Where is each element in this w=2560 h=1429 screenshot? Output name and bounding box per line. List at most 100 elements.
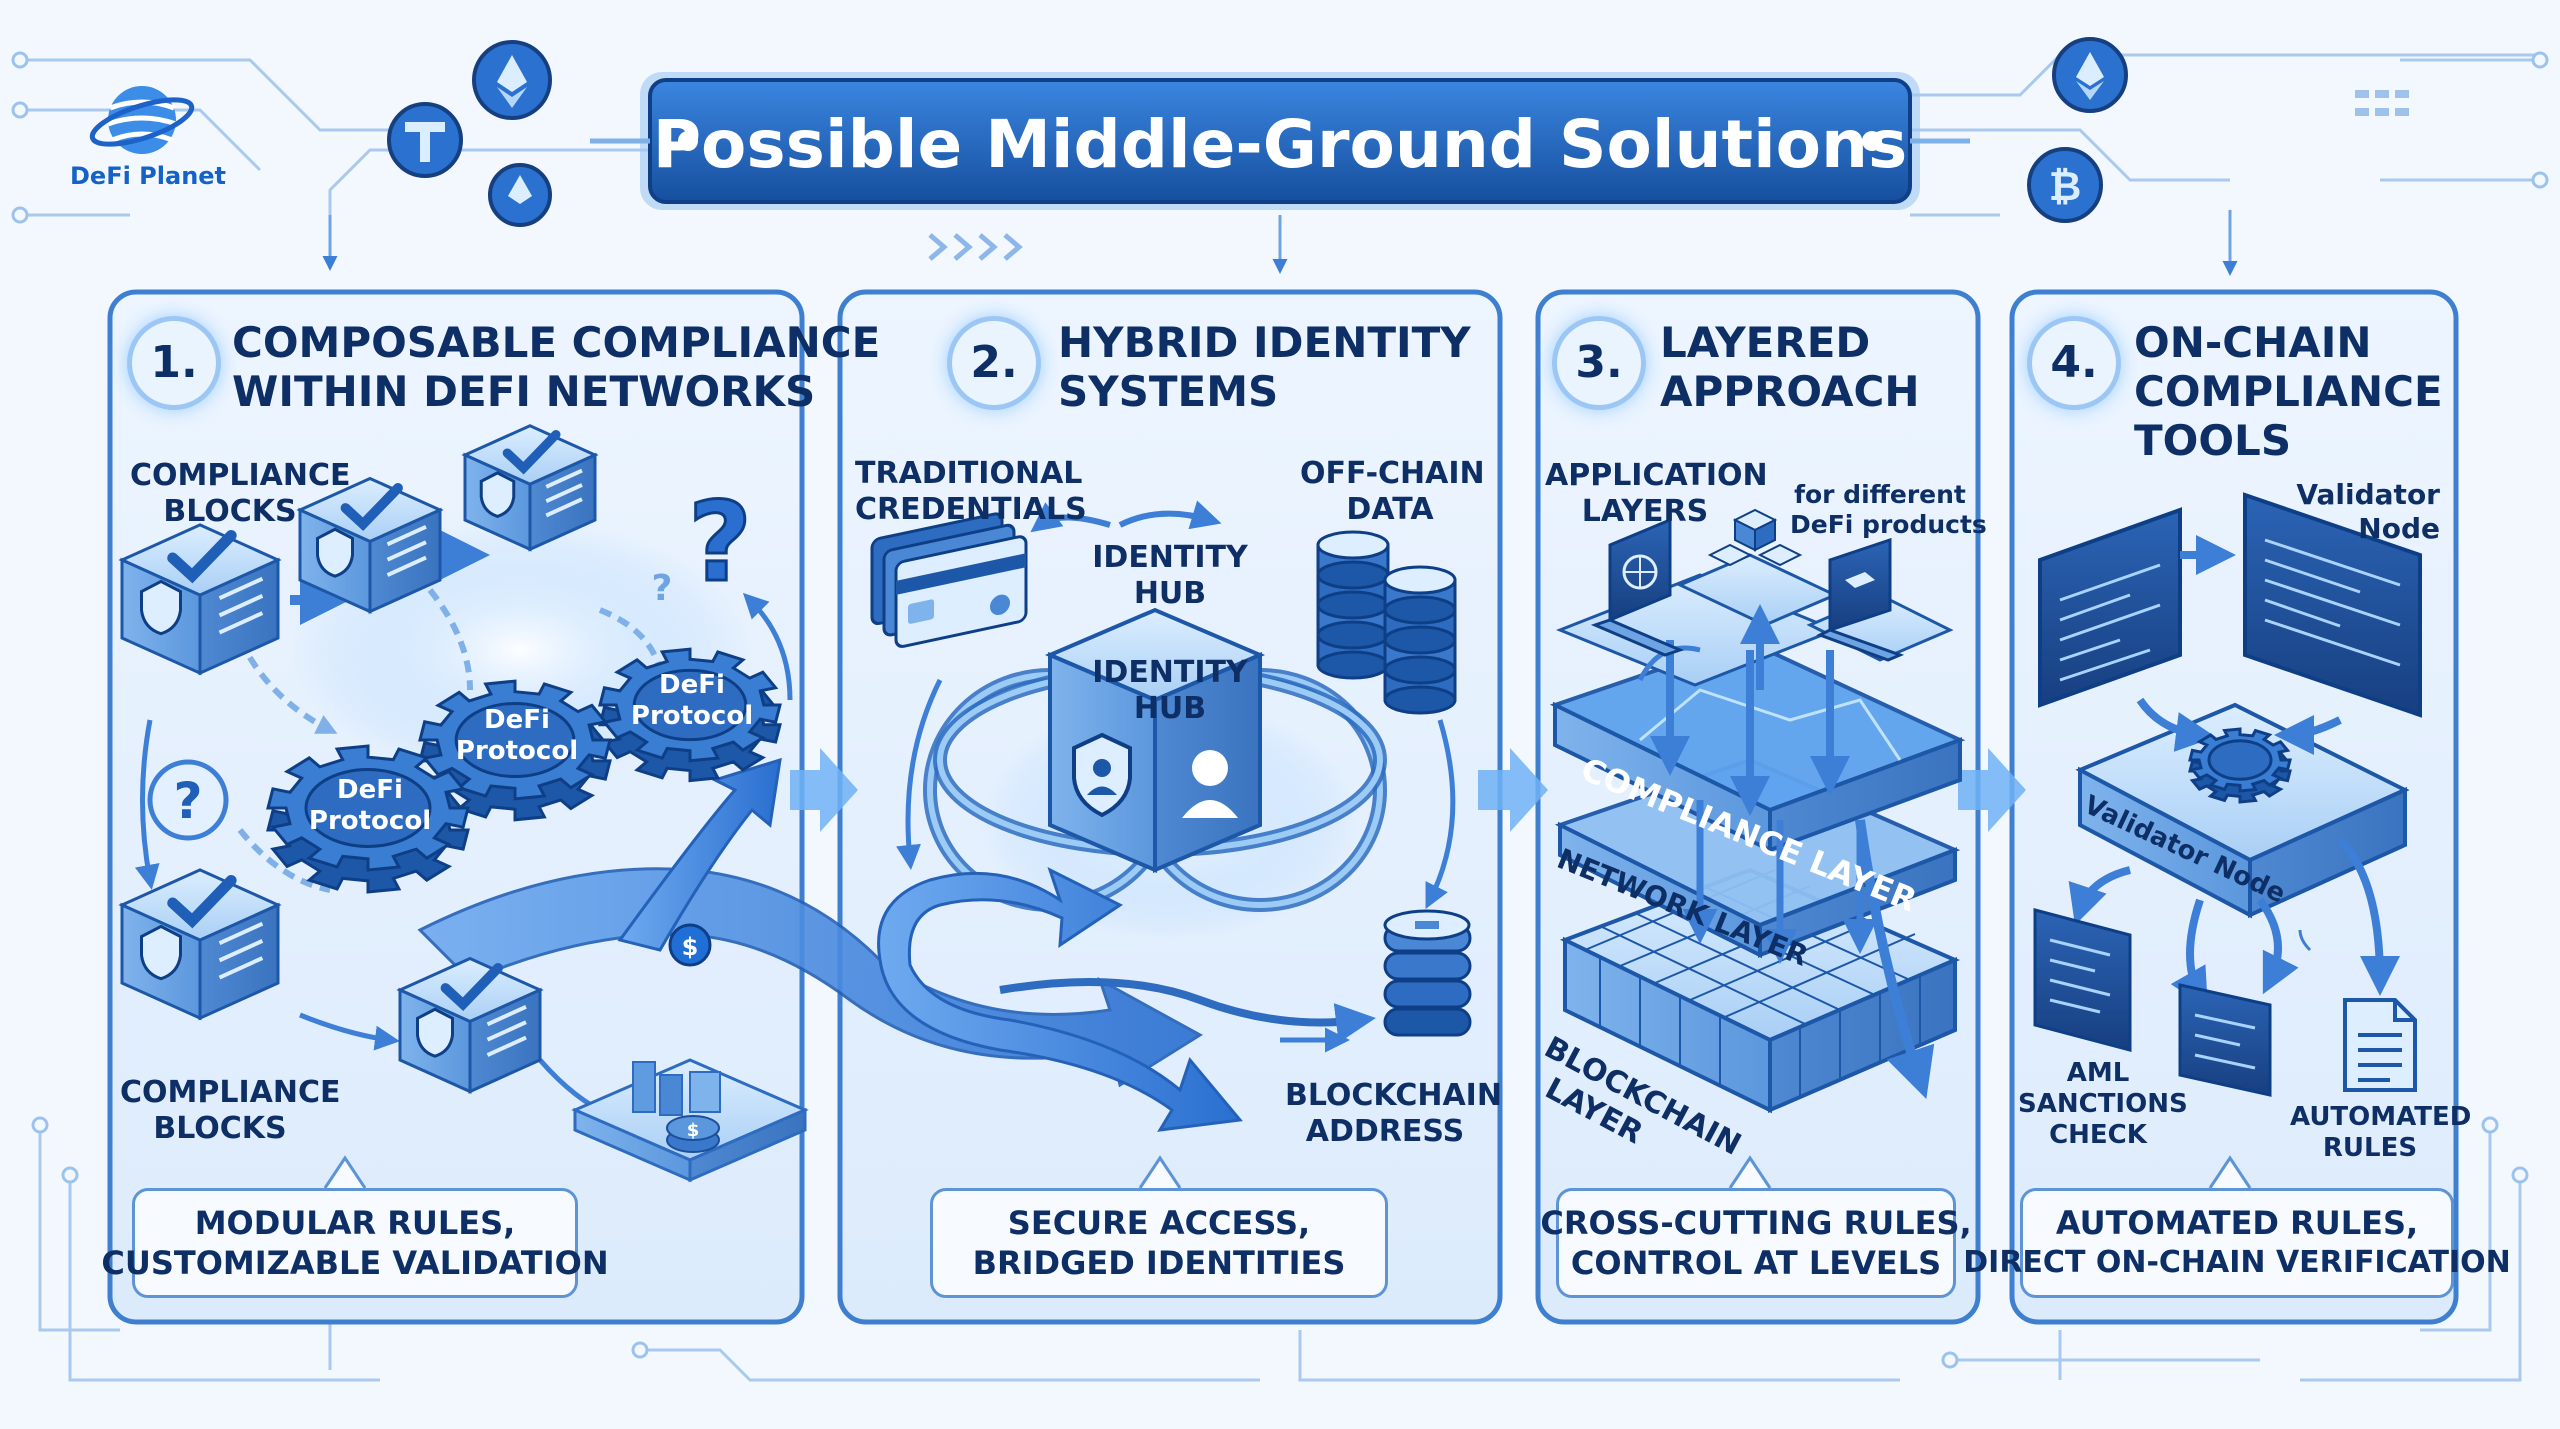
label-line: COMPLIANCE bbox=[120, 1075, 341, 1110]
laptop-right-icon bbox=[1816, 537, 1905, 662]
globe-logo-icon bbox=[89, 86, 195, 154]
panel-title: LAYERED APPROACH bbox=[1660, 318, 1919, 416]
label-off-chain-data: OFF-CHAIN DATA bbox=[1300, 456, 1485, 528]
svg-text:?: ? bbox=[688, 478, 752, 606]
label-line: RULES bbox=[2322, 1133, 2418, 1164]
gear-icon bbox=[2188, 727, 2292, 804]
label-traditional-credentials: TRADITIONAL CREDENTIALS bbox=[855, 456, 1087, 528]
label-automated-rules: AUTOMATED RULES bbox=[2290, 1102, 2471, 1164]
panel-number: 2. bbox=[947, 316, 1041, 410]
panel-title-line: TOOLS bbox=[2134, 416, 2292, 465]
label-line: DATA bbox=[1346, 492, 1434, 527]
label-line: HUB bbox=[1133, 691, 1207, 726]
label-line: BLOCKS bbox=[163, 494, 297, 529]
label-line: for different bbox=[1794, 480, 1966, 509]
compliance-cube-icon bbox=[118, 868, 282, 1021]
label-application-layers: APPLICATION LAYERS bbox=[1545, 458, 1768, 530]
svg-text:₿: ₿ bbox=[2049, 164, 2082, 210]
coin-ethereum-right-icon bbox=[2052, 37, 2128, 113]
panel-footer: AUTOMATED RULES, DIRECT ON-CHAIN VERIFIC… bbox=[1963, 1188, 2511, 1298]
label-validator-node: Validator Node bbox=[2290, 478, 2440, 545]
compliance-cube-icon bbox=[396, 956, 544, 1094]
footer-line: SECURE ACCESS, bbox=[1007, 1204, 1311, 1242]
label-line: IDENTITY bbox=[1092, 540, 1248, 575]
label-line: AML bbox=[2066, 1058, 2130, 1088]
footer-line: BRIDGED IDENTITIES bbox=[972, 1244, 1346, 1282]
compliance-cube-icon bbox=[461, 424, 599, 552]
laptop-icon bbox=[1590, 517, 1685, 657]
panel-number: 4. bbox=[2027, 316, 2121, 410]
panel-title: COMPOSABLE COMPLIANCE WITHIN DEFI NETWOR… bbox=[232, 318, 880, 416]
label-line: CHECK bbox=[2049, 1120, 2147, 1151]
panel-number: 3. bbox=[1552, 316, 1646, 410]
label-line: BLOCKCHAIN bbox=[1285, 1078, 1502, 1113]
label-identity-hub: IDENTITY HUB bbox=[1090, 540, 1250, 612]
panel-title-line: SYSTEMS bbox=[1058, 367, 1279, 416]
label-line: Protocol bbox=[308, 806, 432, 837]
document-icon bbox=[2343, 998, 2417, 1092]
page-title: Possible Middle-Ground Solutions bbox=[652, 106, 1908, 183]
label-line: HUB bbox=[1133, 576, 1207, 611]
label-compliance-blocks: COMPLIANCE BLOCKS bbox=[130, 458, 351, 530]
label-line: DeFi products bbox=[1790, 510, 1987, 539]
label-blockchain-address: BLOCKCHAIN ADDRESS bbox=[1285, 1078, 1502, 1150]
coin-ethereum-icon bbox=[472, 40, 552, 120]
gear-label: DeFi Protocol bbox=[622, 670, 762, 732]
coin-tether-icon bbox=[387, 102, 463, 178]
circuit-nodes bbox=[11, 51, 2549, 1369]
label-line: APPLICATION bbox=[1545, 458, 1768, 493]
label-compliance-blocks: COMPLIANCE BLOCKS bbox=[120, 1075, 341, 1147]
compliance-block-cubes bbox=[118, 424, 599, 1094]
label-line: Protocol bbox=[455, 736, 579, 767]
label-line: COMPLIANCE bbox=[130, 458, 351, 493]
footer-line: DIRECT ON-CHAIN VERIFICATION bbox=[1963, 1245, 2511, 1280]
footer-line: MODULAR RULES, bbox=[194, 1204, 516, 1242]
question-icons: ? ? ? bbox=[147, 477, 753, 841]
brand-logo-text: DeFi Planet bbox=[70, 162, 227, 190]
shield-icon bbox=[1072, 732, 1132, 818]
label-line: IDENTITY bbox=[1092, 655, 1248, 690]
cube-cluster-icon bbox=[1707, 508, 1803, 567]
credential-cards-icon bbox=[870, 512, 1028, 648]
svg-text:?: ? bbox=[652, 568, 673, 609]
compliance-cube-icon bbox=[118, 523, 282, 676]
svg-text:$: $ bbox=[687, 1120, 700, 1141]
panel-title: ON-CHAIN COMPLIANCE TOOLS bbox=[2134, 318, 2443, 465]
footer-line: CROSS-CUTTING RULES, bbox=[1540, 1204, 1972, 1242]
gear-icon bbox=[266, 744, 470, 894]
user-icon bbox=[1182, 750, 1238, 818]
footer-line: CONTROL AT LEVELS bbox=[1570, 1244, 1942, 1282]
identity-hub-cube bbox=[1044, 607, 1266, 874]
blockchain-address-icon bbox=[1383, 909, 1472, 1037]
coin-ethereum-small-icon bbox=[488, 163, 552, 227]
panel-1-gears bbox=[266, 647, 782, 894]
panel-4-art bbox=[2033, 492, 2422, 1097]
panel-footer: MODULAR RULES, CUSTOMIZABLE VALIDATION bbox=[101, 1188, 609, 1298]
label-line: TRADITIONAL bbox=[855, 456, 1083, 491]
panel-footer: CROSS-CUTTING RULES, CONTROL AT LEVELS bbox=[1540, 1188, 1972, 1298]
label-line: DeFi bbox=[484, 705, 550, 735]
label-line: Node bbox=[2358, 511, 2440, 545]
svg-text:$: $ bbox=[682, 933, 699, 961]
label-identity-hub-cube: IDENTITY HUB bbox=[1080, 655, 1260, 727]
panel-3-art bbox=[1549, 553, 1966, 1114]
svg-text:?: ? bbox=[173, 772, 202, 830]
panel-title-line: ON-CHAIN bbox=[2134, 318, 2372, 367]
footer-notches bbox=[323, 1155, 2252, 1189]
gear-label: DeFi Protocol bbox=[300, 775, 440, 837]
panel-title-line: HYBRID IDENTITY bbox=[1058, 318, 1471, 367]
label-line: Validator bbox=[2296, 478, 2440, 511]
panel-title-line: WITHIN DEFI NETWORKS bbox=[232, 367, 816, 416]
circuit-lines bbox=[20, 53, 2540, 1382]
coin-stack-platform: $ bbox=[571, 1058, 809, 1183]
label-aml-sanctions: AML SANCTIONS CHECK bbox=[2018, 1058, 2188, 1152]
label-line: DeFi bbox=[337, 775, 403, 805]
coin-bitcoin-icon: ₿ bbox=[2027, 147, 2103, 223]
label-for-different-products: for different DeFi products bbox=[1790, 480, 1987, 540]
database-icon bbox=[1316, 530, 1457, 715]
label-line: ADDRESS bbox=[1305, 1114, 1465, 1149]
panel-title-line: LAYERED bbox=[1660, 318, 1871, 367]
footer-line: CUSTOMIZABLE VALIDATION bbox=[101, 1244, 609, 1282]
panel-footer: SECURE ACCESS, BRIDGED IDENTITIES bbox=[930, 1188, 1388, 1298]
